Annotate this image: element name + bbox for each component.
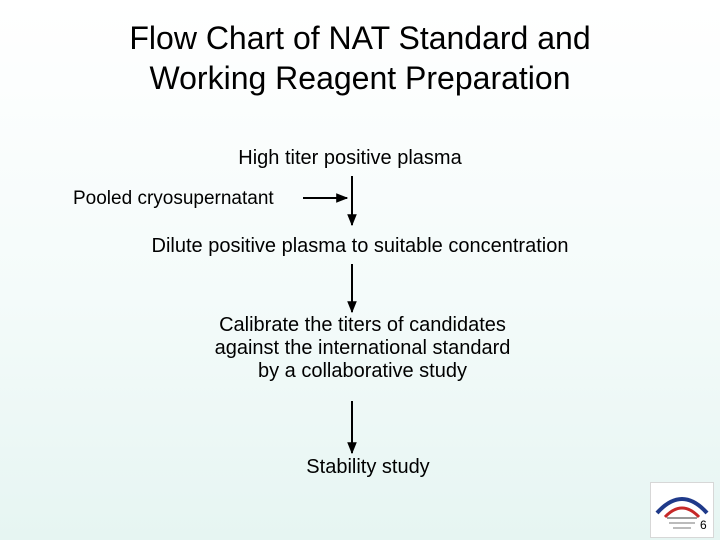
- title-line-1: Flow Chart of NAT Standard and: [129, 20, 591, 56]
- node-high-titer-plasma: High titer positive plasma: [238, 147, 462, 169]
- institution-logo-icon: [655, 497, 709, 529]
- node-calibrate-titers: Calibrate the titers of candidates again…: [140, 314, 585, 383]
- calibrate-line-2: against the international standard: [214, 337, 511, 359]
- node-dilute-plasma: Dilute positive plasma to suitable conce…: [151, 235, 569, 257]
- calibrate-line-3: by a collaborative study: [257, 360, 467, 382]
- node-pooled-cryosupernatant: Pooled cryosupernatant: [73, 188, 274, 209]
- page-number: 6: [700, 518, 707, 532]
- title-line-2: Working Reagent Preparation: [149, 60, 571, 96]
- node-stability-study: Stability study: [306, 456, 430, 478]
- slide-title: Flow Chart of NAT Standard and Working R…: [40, 18, 680, 98]
- calibrate-line-1: Calibrate the titers of candidates: [219, 314, 506, 336]
- institution-logo: [650, 482, 714, 538]
